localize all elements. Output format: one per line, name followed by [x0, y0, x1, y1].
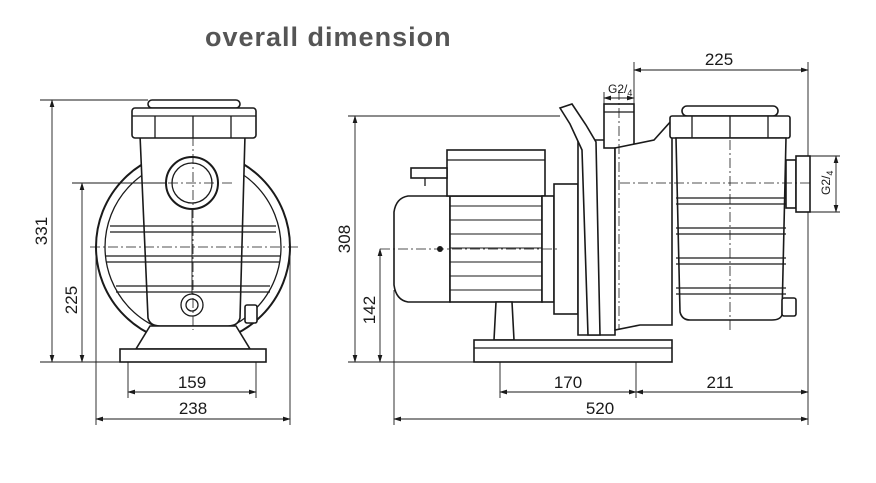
dim-side-axis-height: 142 [360, 296, 379, 324]
front-base-foot [119, 348, 267, 363]
dim-front-base-width: 159 [178, 373, 206, 392]
side-base [473, 339, 673, 363]
dim-front-axis-height: 225 [62, 286, 81, 314]
dim-front-height: 331 [32, 217, 51, 245]
port-side-label: G2/4 [819, 171, 835, 195]
side-flange [553, 183, 579, 315]
front-view [90, 99, 298, 363]
dim-side-top-offset: 225 [705, 50, 733, 69]
dim-side-base-to-end: 211 [706, 373, 733, 392]
side-terminal-box [446, 149, 546, 197]
side-dimensions: 308 142 225 G2/4 G2/4 170 211 520 [335, 50, 840, 425]
dim-front-overall-width: 238 [179, 399, 207, 418]
side-view [380, 90, 811, 363]
dim-side-overall-length: 520 [586, 399, 614, 418]
front-lid-top [147, 99, 241, 109]
port-top-label: G2/4 [608, 82, 632, 98]
front-lid [131, 107, 257, 139]
side-handle [558, 103, 601, 336]
front-dimensions: 331 225 159 238 [32, 99, 291, 425]
side-strainer-basket [675, 137, 787, 321]
side-inlet-port [795, 155, 811, 213]
dim-side-height: 308 [335, 225, 354, 253]
page-title: overall dimension [205, 22, 452, 52]
dim-side-base-spacing: 170 [554, 373, 582, 392]
